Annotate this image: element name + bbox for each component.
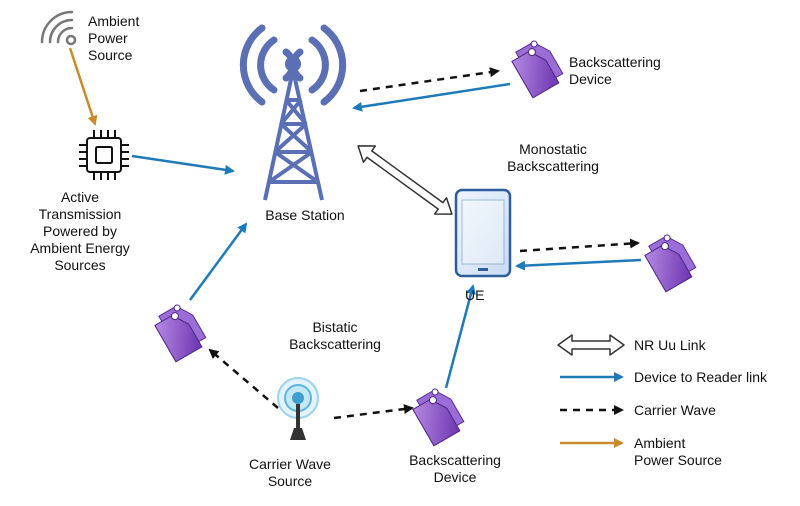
carrier-wave-source-label: Carrier Wave Source <box>249 456 331 489</box>
base-station-label: Base Station <box>265 207 345 223</box>
antenna-icon <box>277 377 319 440</box>
bottom-tag-to-ue-link <box>444 284 476 389</box>
ambient-power-arrow <box>68 47 98 126</box>
carrier-wave-to-right-tag <box>519 238 640 253</box>
top-tag-to-base-station-link <box>352 82 511 112</box>
tag-icon <box>640 229 700 293</box>
legend-nr-uu-label: NR Uu Link <box>634 337 706 353</box>
legend-nr-uu-icon <box>557 334 625 356</box>
chip-to-base-station-link <box>131 154 235 175</box>
tag-icon <box>507 35 567 99</box>
legend-carrier-wave-label: Carrier Wave <box>634 402 716 418</box>
carrier-wave-to-left-tag <box>208 348 279 409</box>
left-tag-to-base-station-link <box>188 222 248 301</box>
microchip-icon <box>79 130 129 180</box>
cell-tower-icon <box>239 24 347 201</box>
backscattering-device-bottom-label: Backscattering Device <box>409 452 501 485</box>
right-tag-to-ue-link <box>515 258 642 271</box>
carrier-wave-to-top-tag <box>359 67 500 93</box>
backscattering-device-top-label: Backscattering Device <box>569 54 661 87</box>
legend-ambient-power-label: Ambient Power Source <box>634 435 722 468</box>
nr-uu-link-arrow <box>357 145 453 215</box>
active-transmission-label: Active Transmission Powered by Ambient E… <box>30 189 130 273</box>
smartphone-icon <box>454 188 512 278</box>
ue-label: UE <box>465 287 485 303</box>
monostatic-label: Monostatic Backscattering <box>507 141 599 174</box>
bistatic-label: Bistatic Backscattering <box>289 319 381 352</box>
tag-icon <box>408 383 468 447</box>
legend-device-to-reader-label: Device to Reader link <box>634 369 768 385</box>
wifi-signal-icon <box>40 10 77 46</box>
carrier-wave-to-bottom-tag <box>333 404 414 420</box>
ambient-power-source-label: Ambient Power Source <box>88 13 140 63</box>
tag-icon <box>150 299 210 363</box>
